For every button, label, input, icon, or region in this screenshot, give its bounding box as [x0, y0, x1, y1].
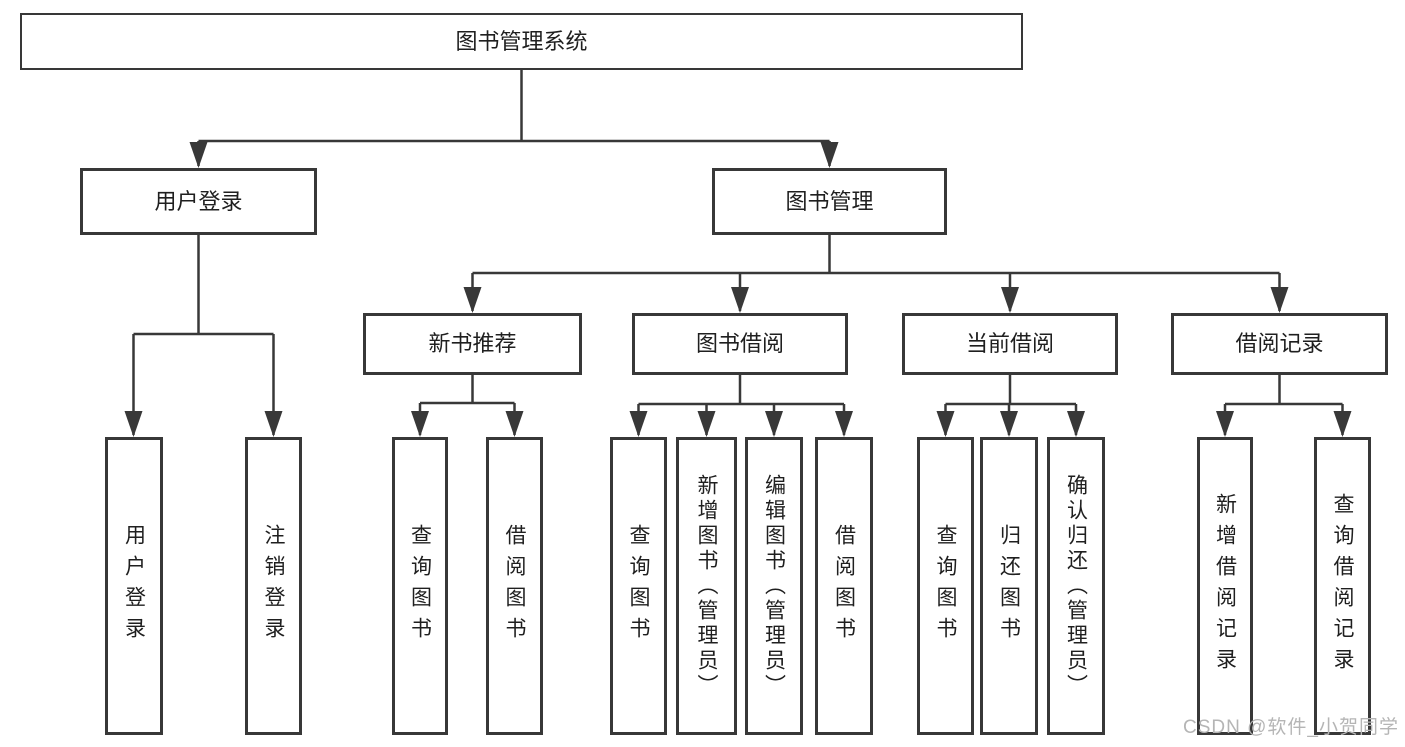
arrowheads	[124, 142, 1352, 437]
leaf-current-query: 查询图书	[917, 437, 974, 735]
leaf-newbook-query: 查询图书	[392, 437, 448, 735]
leaf-current-confirm-admin: 确认归还（管理员）	[1047, 437, 1105, 735]
leaf-borrow-add-admin: 新增图书（管理员）	[676, 437, 737, 735]
node-user-login: 用户登录	[80, 168, 317, 235]
watermark: CSDN @软件_小贺同学	[1183, 717, 1399, 738]
node-borrow-records: 借阅记录	[1171, 313, 1388, 375]
node-new-book-recommend: 新书推荐	[363, 313, 582, 375]
leaf-current-return: 归还图书	[980, 437, 1038, 735]
node-book-management: 图书管理	[712, 168, 947, 235]
leaf-logout: 注销登录	[245, 437, 302, 735]
leaf-user-login: 用户登录	[105, 437, 163, 735]
leaf-borrow-borrow: 借阅图书	[815, 437, 873, 735]
leaf-borrow-edit-admin: 编辑图书（管理员）	[745, 437, 803, 735]
leaf-newbook-borrow: 借阅图书	[486, 437, 543, 735]
node-book-borrow: 图书借阅	[632, 313, 848, 375]
node-current-borrow: 当前借阅	[902, 313, 1118, 375]
node-root: 图书管理系统	[20, 13, 1023, 70]
leaf-records-query: 查询借阅记录	[1314, 437, 1371, 735]
leaf-records-add: 新增借阅记录	[1197, 437, 1253, 735]
leaf-borrow-query: 查询图书	[610, 437, 667, 735]
